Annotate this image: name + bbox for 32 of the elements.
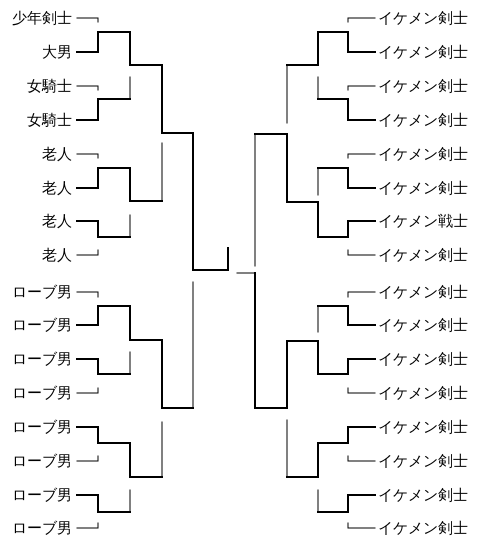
player-name: 老人 (42, 179, 72, 197)
player-name: イケメン剣士 (378, 486, 468, 504)
player-name: イケメン剣士 (378, 43, 468, 61)
player-name: イケメン剣士 (378, 452, 468, 470)
player-name: イケメン剣士 (378, 519, 468, 537)
player-name: ローブ男 (12, 384, 72, 402)
player-name: イケメン剣士 (378, 77, 468, 95)
player-name: イケメン剣士 (378, 111, 468, 129)
player-name: 女騎士 (27, 77, 72, 95)
player-name: イケメン剣士 (378, 246, 468, 264)
player-name: イケメン剣士 (378, 350, 468, 368)
player-name: ローブ男 (12, 316, 72, 334)
player-name: 老人 (42, 246, 72, 264)
player-name: イケメン剣士 (378, 283, 468, 301)
player-name: 老人 (42, 212, 72, 230)
player-name: 老人 (42, 145, 72, 163)
player-name: イケメン剣士 (378, 418, 468, 436)
player-name: イケメン剣士 (378, 9, 468, 27)
player-name: ローブ男 (12, 350, 72, 368)
player-name: 女騎士 (27, 111, 72, 129)
player-name: ローブ男 (12, 486, 72, 504)
player-name: イケメン剣士 (378, 316, 468, 334)
player-name: イケメン剣士 (378, 145, 468, 163)
player-name: ローブ男 (12, 283, 72, 301)
player-name: ローブ男 (12, 519, 72, 537)
player-name: 大男 (42, 43, 72, 61)
player-name: 少年剣士 (12, 9, 72, 27)
player-name: ローブ男 (12, 418, 72, 436)
player-name: ローブ男 (12, 452, 72, 470)
player-name: イケメン剣士 (378, 384, 468, 402)
player-name: イケメン剣士 (378, 179, 468, 197)
player-name: イケメン戦士 (378, 212, 468, 230)
